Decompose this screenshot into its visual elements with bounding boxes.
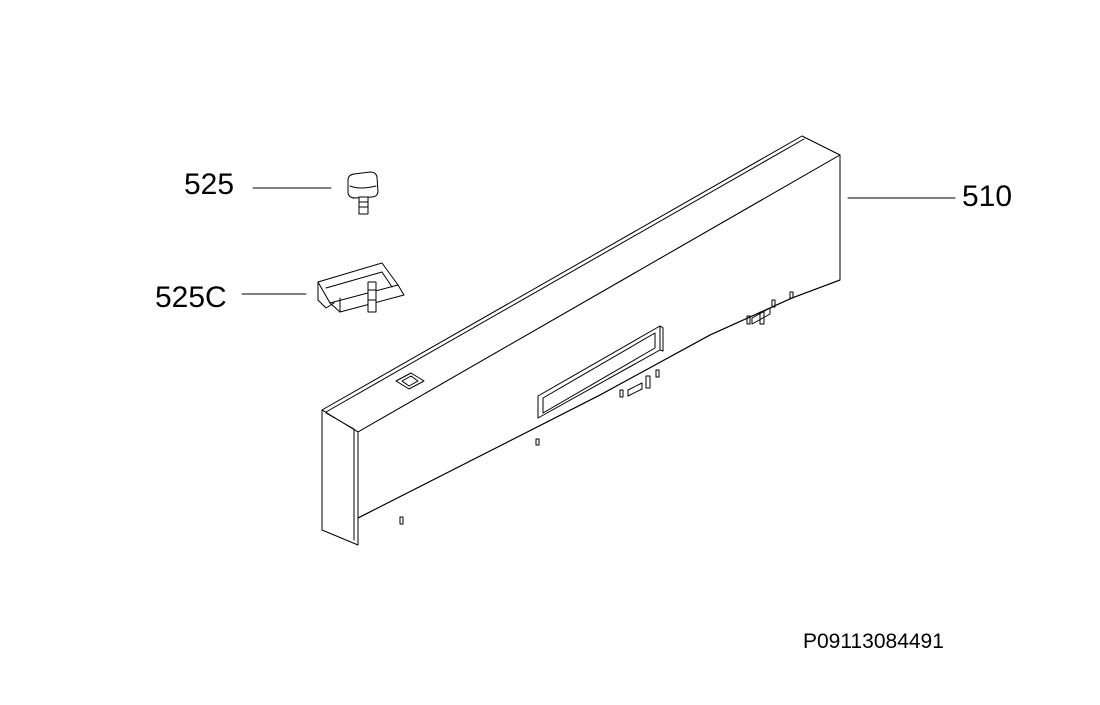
- knob-part: [347, 171, 379, 215]
- drawing-number: P09113084491: [803, 630, 944, 653]
- callout-label-510: 510: [962, 180, 1013, 213]
- clip-part: [317, 262, 405, 313]
- control-panel-part: [321, 135, 841, 546]
- callout-label-525: 525: [184, 168, 235, 201]
- callout-label-525c: 525C: [155, 281, 227, 314]
